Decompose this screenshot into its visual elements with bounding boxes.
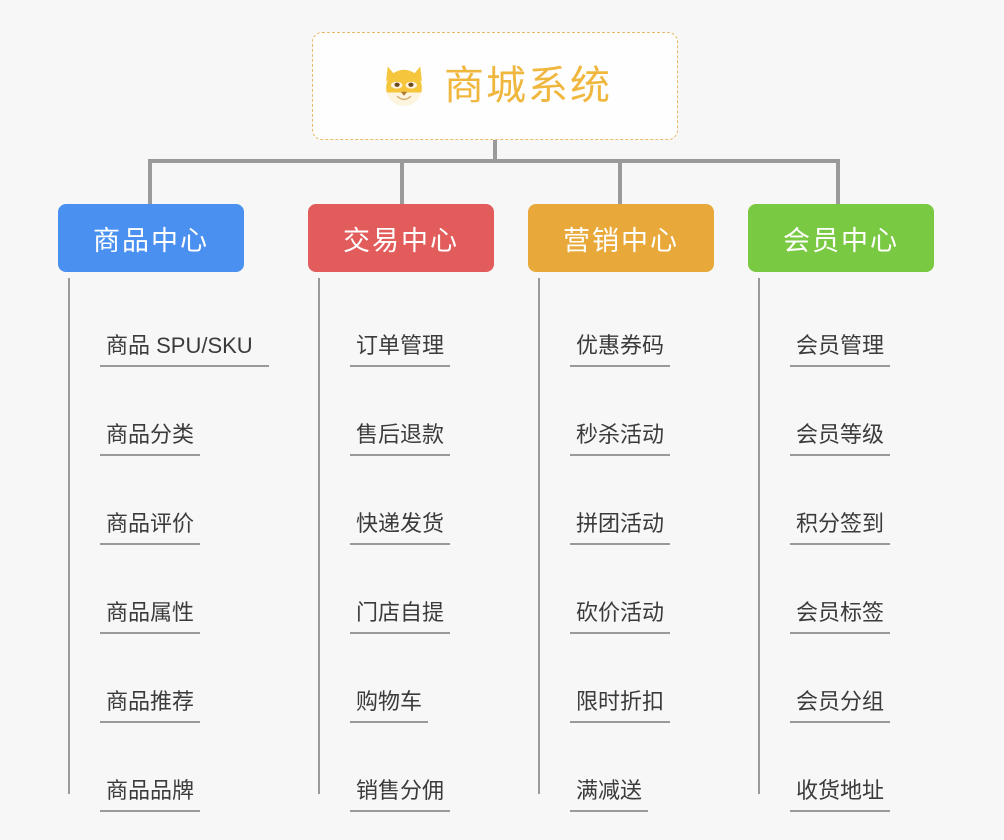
leaf-label: 收货地址 bbox=[790, 778, 891, 812]
branch-column-member: 会员中心 会员管理 会员等级 积分签到 会员标签 会员分组 收货地址 bbox=[748, 204, 974, 812]
leaf-item[interactable]: 积分签到 bbox=[758, 456, 974, 545]
leaf-item[interactable]: 订单管理 bbox=[318, 278, 538, 367]
branch-header-trade[interactable]: 交易中心 bbox=[308, 204, 494, 272]
leaf-item[interactable]: 购物车 bbox=[318, 634, 538, 723]
leaf-item[interactable]: 商品属性 bbox=[68, 545, 310, 634]
branch-trunk-line bbox=[758, 278, 760, 794]
leaf-item[interactable]: 售后退款 bbox=[318, 367, 538, 456]
leaf-label: 售后退款 bbox=[350, 422, 451, 456]
leaf-label: 积分签到 bbox=[790, 511, 891, 545]
leaf-item[interactable]: 会员标签 bbox=[758, 545, 974, 634]
root-node[interactable]: 商城系统 bbox=[312, 32, 678, 140]
leaf-item[interactable]: 优惠券码 bbox=[538, 278, 756, 367]
leaf-label: 订单管理 bbox=[350, 333, 451, 367]
leaf-item[interactable]: 会员等级 bbox=[758, 367, 974, 456]
dog-face-icon bbox=[386, 66, 422, 106]
leaf-item[interactable]: 秒杀活动 bbox=[538, 367, 756, 456]
leaf-label: 商品推荐 bbox=[100, 689, 201, 723]
leaf-label: 秒杀活动 bbox=[570, 422, 671, 456]
branch-column-trade: 交易中心 订单管理 售后退款 快递发货 门店自提 购物车 销售分佣 bbox=[308, 204, 538, 812]
branch-trunk-line bbox=[68, 278, 70, 794]
leaf-label: 商品品牌 bbox=[100, 778, 201, 812]
leaf-item[interactable]: 会员分组 bbox=[758, 634, 974, 723]
leaf-label: 会员分组 bbox=[790, 689, 891, 723]
leaf-item[interactable]: 满减送 bbox=[538, 723, 756, 812]
leaf-item[interactable]: 商品评价 bbox=[68, 456, 310, 545]
leaf-list-product: 商品 SPU/SKU 商品分类 商品评价 商品属性 商品推荐 商品品牌 bbox=[58, 278, 310, 812]
leaf-label: 会员等级 bbox=[790, 422, 891, 456]
leaf-label: 优惠券码 bbox=[570, 333, 671, 367]
branch-column-product: 商品中心 商品 SPU/SKU 商品分类 商品评价 商品属性 商品推荐 商品品牌 bbox=[58, 204, 310, 812]
branch-header-marketing[interactable]: 营销中心 bbox=[528, 204, 714, 272]
leaf-item[interactable]: 商品品牌 bbox=[68, 723, 310, 812]
branch-trunk-line bbox=[538, 278, 540, 794]
leaf-label: 商品分类 bbox=[100, 422, 201, 456]
leaf-label: 快递发货 bbox=[350, 511, 451, 545]
leaf-label: 会员管理 bbox=[790, 333, 891, 367]
leaf-item[interactable]: 限时折扣 bbox=[538, 634, 756, 723]
leaf-label: 拼团活动 bbox=[570, 511, 671, 545]
leaf-label: 销售分佣 bbox=[350, 778, 451, 812]
leaf-label: 会员标签 bbox=[790, 600, 891, 634]
leaf-item[interactable]: 砍价活动 bbox=[538, 545, 756, 634]
leaf-label: 购物车 bbox=[350, 689, 429, 723]
leaf-item[interactable]: 收货地址 bbox=[758, 723, 974, 812]
leaf-label: 砍价活动 bbox=[570, 600, 671, 634]
branch-column-marketing: 营销中心 优惠券码 秒杀活动 拼团活动 砍价活动 限时折扣 满减送 bbox=[528, 204, 756, 812]
leaf-label: 门店自提 bbox=[350, 600, 451, 634]
leaf-item[interactable]: 快递发货 bbox=[318, 456, 538, 545]
leaf-label: 商品评价 bbox=[100, 511, 201, 545]
leaf-item[interactable]: 商品 SPU/SKU bbox=[68, 278, 310, 367]
leaf-item[interactable]: 拼团活动 bbox=[538, 456, 756, 545]
leaf-item[interactable]: 商品推荐 bbox=[68, 634, 310, 723]
leaf-label: 满减送 bbox=[570, 778, 649, 812]
leaf-label: 限时折扣 bbox=[570, 689, 671, 723]
branch-header-member[interactable]: 会员中心 bbox=[748, 204, 934, 272]
root-title: 商城系统 bbox=[444, 64, 612, 108]
leaf-item[interactable]: 商品分类 bbox=[68, 367, 310, 456]
leaf-item[interactable]: 门店自提 bbox=[318, 545, 538, 634]
leaf-item[interactable]: 销售分佣 bbox=[318, 723, 538, 812]
branch-header-product[interactable]: 商品中心 bbox=[58, 204, 244, 272]
leaf-item[interactable]: 会员管理 bbox=[758, 278, 974, 367]
leaf-list-trade: 订单管理 售后退款 快递发货 门店自提 购物车 销售分佣 bbox=[308, 278, 538, 812]
leaf-label: 商品 SPU/SKU bbox=[100, 333, 269, 367]
leaf-list-member: 会员管理 会员等级 积分签到 会员标签 会员分组 收货地址 bbox=[748, 278, 974, 812]
leaf-label: 商品属性 bbox=[100, 600, 201, 634]
leaf-list-marketing: 优惠券码 秒杀活动 拼团活动 砍价活动 限时折扣 满减送 bbox=[528, 278, 756, 812]
branch-trunk-line bbox=[318, 278, 320, 794]
